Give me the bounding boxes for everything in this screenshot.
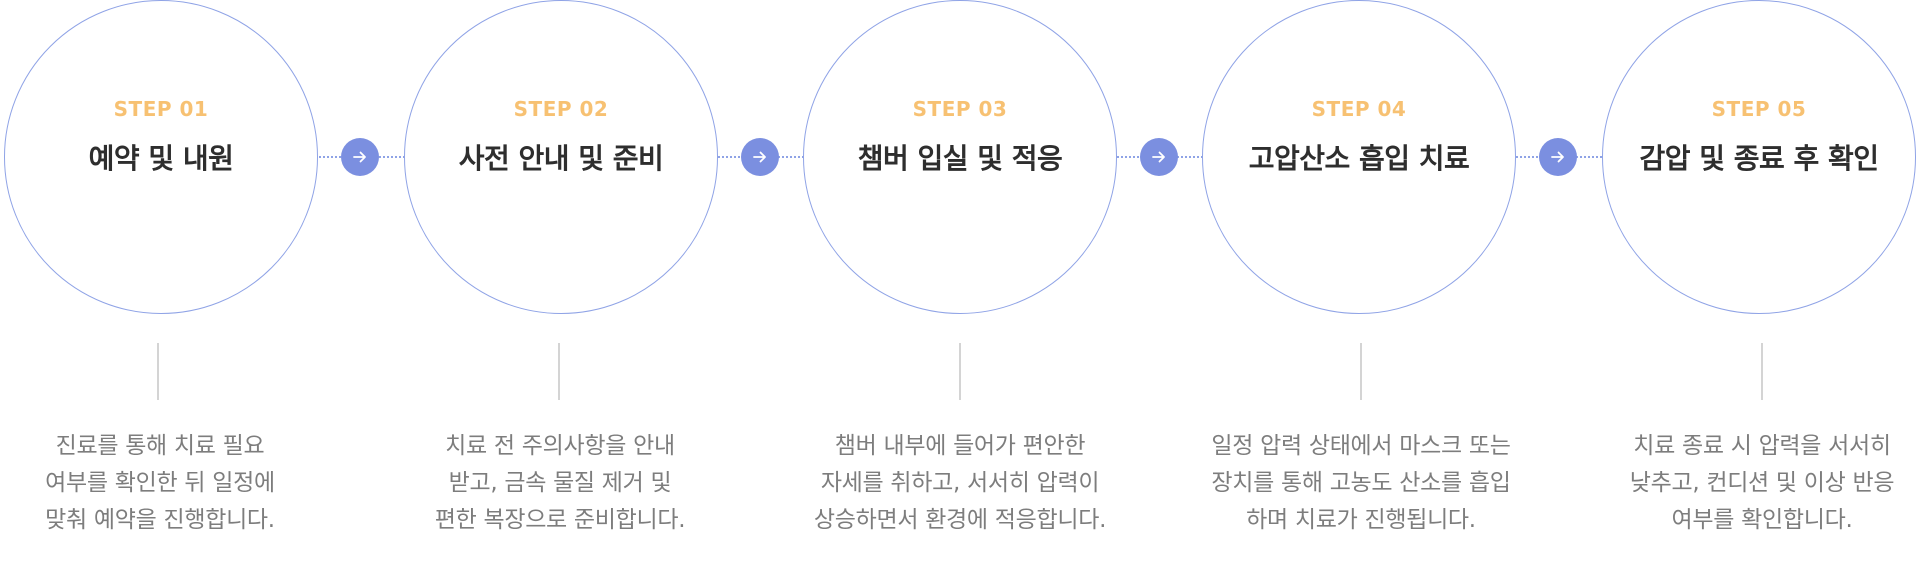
description-line: 받고, 금속 물질 제거 및 <box>448 470 672 496</box>
description-line: 낮추고, 컨디션 및 이상 반응 <box>1629 470 1895 496</box>
description-line: 치료 종료 시 압력을 서서히 <box>1633 433 1891 459</box>
description-line: 여부를 확인합니다. <box>1671 507 1853 533</box>
step-label: STEP 04 <box>1311 97 1407 121</box>
step-description-4: 일정 압력 상태에서 마스크 또는 장치를 통해 고농도 산소를 흡입 하며 치… <box>1181 428 1541 539</box>
step-label: STEP 05 <box>1711 97 1807 121</box>
description-line: 일정 압력 상태에서 마스크 또는 <box>1211 433 1511 459</box>
description-line: 자세를 취하고, 서서히 압력이 <box>820 470 1100 496</box>
step-title: 고압산소 흡입 치료 <box>1248 142 1470 175</box>
step-title: 감압 및 종료 후 확인 <box>1639 142 1879 175</box>
step-description-5: 치료 종료 시 압력을 서서히 낮추고, 컨디션 및 이상 반응 여부를 확인합… <box>1582 428 1919 539</box>
step-circle-4: STEP 04 고압산소 흡입 치료 <box>1202 0 1516 314</box>
description-line: 챔버 내부에 들어가 편안한 <box>834 433 1086 459</box>
description-line: 여부를 확인한 뒤 일정에 <box>45 470 275 496</box>
description-line: 장치를 통해 고농도 산소를 흡입 <box>1211 470 1511 496</box>
description-line: 하며 치료가 진행됩니다. <box>1246 507 1476 533</box>
arrow-right-icon <box>741 138 779 176</box>
step-title: 사전 안내 및 준비 <box>458 142 664 175</box>
step-circle-2: STEP 02 사전 안내 및 준비 <box>404 0 718 314</box>
step-divider-4 <box>1360 343 1362 400</box>
step-divider-1 <box>157 343 159 400</box>
description-line: 진료를 통해 치료 필요 <box>55 433 265 459</box>
arrow-right-icon <box>1140 138 1178 176</box>
arrow-right-icon <box>341 138 379 176</box>
step-circle-3: STEP 03 챔버 입실 및 적응 <box>803 0 1117 314</box>
description-line: 맞춰 예약을 진행합니다. <box>45 507 275 533</box>
step-label: STEP 03 <box>912 97 1008 121</box>
step-circle-5: STEP 05 감압 및 종료 후 확인 <box>1602 0 1916 314</box>
arrow-right-icon <box>1539 138 1577 176</box>
description-line: 치료 전 주의사항을 안내 <box>445 433 675 459</box>
step-divider-2 <box>558 343 560 400</box>
step-description-1: 진료를 통해 치료 필요 여부를 확인한 뒤 일정에 맞춰 예약을 진행합니다. <box>0 428 340 539</box>
step-label: STEP 01 <box>113 97 209 121</box>
step-label: STEP 02 <box>513 97 609 121</box>
step-title: 챔버 입실 및 적응 <box>857 142 1063 175</box>
description-line: 편한 복장으로 준비합니다. <box>434 507 686 533</box>
step-title: 예약 및 내원 <box>88 142 234 175</box>
step-divider-5 <box>1761 343 1763 400</box>
step-description-3: 챔버 내부에 들어가 편안한 자세를 취하고, 서서히 압력이 상승하면서 환경… <box>780 428 1140 539</box>
step-circle-1: STEP 01 예약 및 내원 <box>4 0 318 314</box>
step-divider-3 <box>959 343 961 400</box>
step-description-2: 치료 전 주의사항을 안내 받고, 금속 물질 제거 및 편한 복장으로 준비합… <box>380 428 740 539</box>
description-line: 상승하면서 환경에 적응합니다. <box>813 507 1107 533</box>
